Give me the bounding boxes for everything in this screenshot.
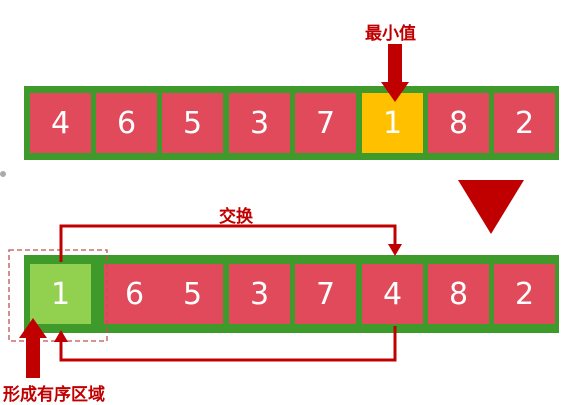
array-cell-sorted: 1 [30, 264, 91, 324]
array-cell-min: 1 [362, 93, 423, 153]
array-cell: 3 [229, 93, 290, 153]
array-cell: 6 [96, 93, 157, 153]
sorted-region-box [8, 249, 108, 342]
array-cell-swapped: 4 [362, 264, 423, 324]
array-cell: 6 [104, 264, 165, 324]
swap-top-arrow-icon [59, 224, 402, 262]
swap-label: 交换 [219, 207, 253, 227]
array-cell: 4 [30, 93, 91, 153]
array-cell: 8 [428, 93, 489, 153]
array-after: 1 6 5 3 7 4 8 2 [24, 255, 559, 333]
sorted-region-arrow-icon [19, 318, 47, 378]
array-cell: 7 [295, 93, 356, 153]
transition-arrow-icon [458, 180, 524, 234]
bullet-dot-icon [0, 171, 6, 177]
array-cell: 5 [162, 93, 223, 153]
array-before: 4 6 5 3 7 1 8 2 [24, 86, 559, 160]
array-cell: 8 [428, 264, 489, 324]
swap-bottom-arrow-icon [54, 326, 397, 362]
min-pointer-arrow-icon [381, 44, 409, 102]
array-cell: 2 [494, 93, 555, 153]
min-value-label: 最小值 [365, 24, 416, 44]
sorted-region-label: 形成有序区域 [3, 385, 105, 405]
array-cell: 2 [494, 264, 555, 324]
array-cell: 3 [229, 264, 290, 324]
array-cell: 5 [162, 264, 223, 324]
array-cell: 7 [295, 264, 356, 324]
